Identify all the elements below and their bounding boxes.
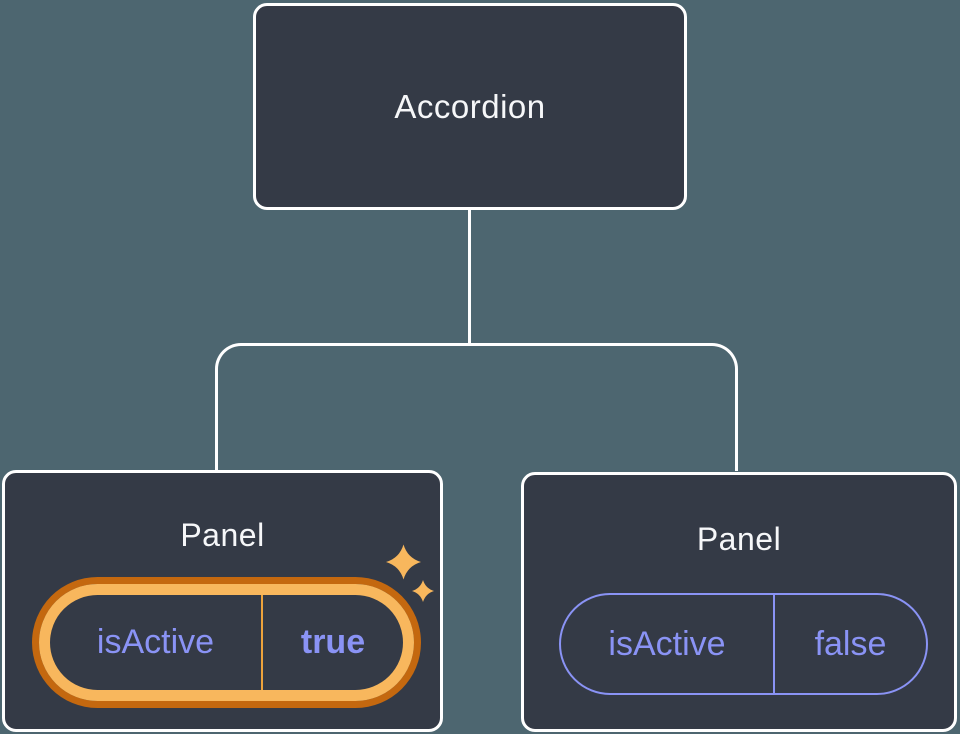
sparkle-icon	[386, 544, 434, 602]
panel-node-active: Panel isActive true	[2, 470, 443, 732]
state-value: false	[814, 624, 887, 663]
state-key: isActive	[50, 595, 263, 690]
state-pill: isActive false	[559, 593, 928, 695]
tree-stem-connector	[468, 210, 471, 346]
accordion-node-label: Accordion	[394, 87, 546, 125]
state-key: isActive	[561, 595, 775, 693]
panel-node-inactive: Panel isActive false	[521, 472, 957, 732]
tree-branch-connector	[215, 343, 738, 471]
state-value: true	[300, 623, 366, 661]
panel-title: Panel	[180, 517, 265, 553]
state-pill-highlighted: isActive true	[39, 584, 414, 701]
panel-title: Panel	[696, 521, 782, 557]
accordion-node: Accordion	[253, 3, 687, 210]
